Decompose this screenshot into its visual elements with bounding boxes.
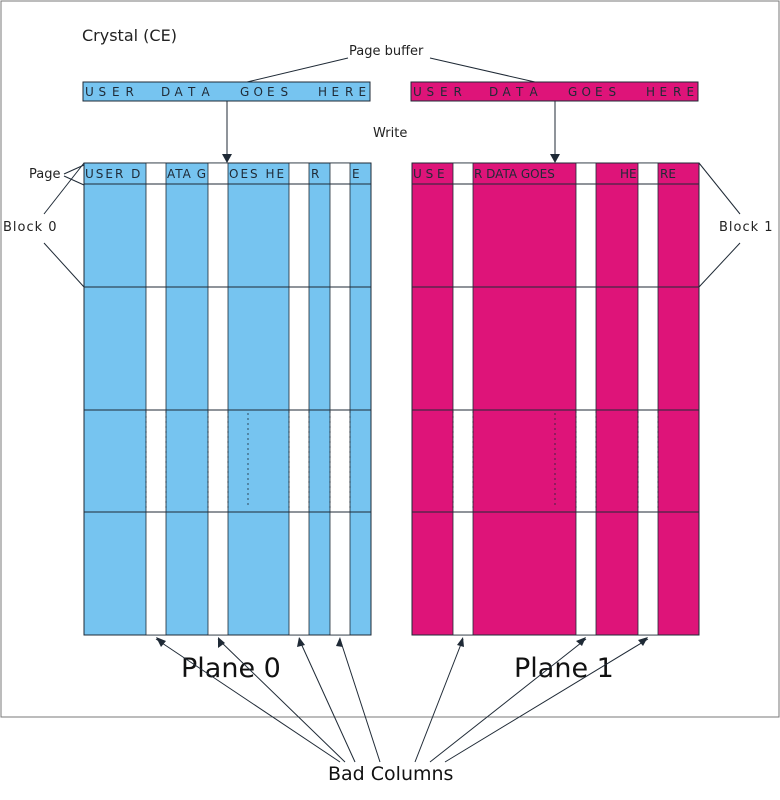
page-buffer-letter: E	[660, 85, 668, 99]
page-buffer-letter: A	[530, 85, 539, 99]
page-buffer-letter: H	[318, 85, 327, 99]
page1-segment-1: R DATA GOES	[474, 167, 555, 181]
page-buffer-letter: S	[99, 85, 107, 99]
page-buffer-letter: T	[515, 85, 524, 99]
page-buffer-letter: H	[646, 85, 655, 99]
page-buffer-letter: R	[454, 85, 462, 99]
bad-column	[575, 162, 597, 636]
bad-column	[452, 162, 474, 636]
block0-label: Block 0	[3, 220, 58, 235]
page1-segment-0: U S E	[413, 167, 445, 181]
page-buffer-letter: S	[281, 85, 289, 99]
write-arrowhead-0	[222, 154, 232, 163]
bad-column	[637, 162, 659, 636]
page-buffer-letter: S	[427, 85, 435, 99]
page-buffer-letter: U	[413, 85, 422, 99]
page-buffer-letter: O	[254, 85, 263, 99]
bad-column	[329, 162, 351, 636]
block1-leader	[698, 162, 741, 215]
page-buffer-letter: E	[440, 85, 448, 99]
bad-columns-label: Bad Columns	[328, 763, 453, 785]
page-buffer-letter: D	[489, 85, 498, 99]
page0-segment-0: USER D	[85, 167, 142, 181]
page1-segment-2: HE	[620, 167, 637, 181]
write-arrowhead-1	[550, 154, 560, 163]
page-buffer-letter: A	[202, 85, 211, 99]
plane1-label: Plane 1	[514, 653, 614, 684]
ellipsis-gap	[145, 411, 659, 511]
page0-segment-1: ATA G	[167, 167, 207, 181]
page-buffer-letter: A	[503, 85, 512, 99]
block1-label: Block 1	[719, 220, 774, 235]
bad-column	[288, 162, 310, 636]
page-buffer-letter: E	[112, 85, 120, 99]
bad-column	[207, 162, 229, 636]
page-buffer-label: Page buffer	[349, 44, 424, 59]
page-buffer-letter: E	[595, 85, 603, 99]
bad-column-arrowheads	[156, 637, 648, 648]
page-buffer-letter: U	[85, 85, 94, 99]
page0-segment-4: E	[352, 167, 360, 181]
page-buffer-leader-1	[429, 57, 536, 83]
block0-leader	[43, 242, 85, 288]
page0-segment-2: OES HE	[229, 167, 286, 181]
page-buffer-letter: R	[345, 85, 353, 99]
page-buffer-letter: T	[187, 85, 196, 99]
page-buffer-letter: R	[126, 85, 134, 99]
block1-leader	[698, 242, 741, 288]
page-buffer-letter: D	[161, 85, 170, 99]
page1-segment-3: RE	[660, 167, 676, 181]
page0-segment-3: R	[311, 167, 319, 181]
page-leader	[63, 175, 85, 186]
page-buffer-letter: G	[568, 85, 577, 99]
block0-leader	[43, 162, 85, 215]
page-buffer-letter: S	[609, 85, 617, 99]
page-buffer-leader-0	[246, 57, 349, 83]
page-buffer-letter: E	[359, 85, 367, 99]
page-buffer-letter: O	[582, 85, 591, 99]
page-buffer-letter: R	[673, 85, 681, 99]
bad-column	[145, 162, 167, 636]
page-buffer-letter: E	[332, 85, 340, 99]
page-buffer-letter: A	[175, 85, 184, 99]
page-label: Page	[29, 167, 60, 182]
write-label: Write	[373, 126, 407, 141]
page-buffer-letter: G	[240, 85, 249, 99]
plane0-label: Plane 0	[181, 653, 281, 684]
crystal-label: Crystal (CE)	[82, 26, 177, 45]
page-buffer-letter: E	[267, 85, 275, 99]
bad-column-arrows	[155, 638, 649, 763]
page-buffer-letter: E	[687, 85, 695, 99]
